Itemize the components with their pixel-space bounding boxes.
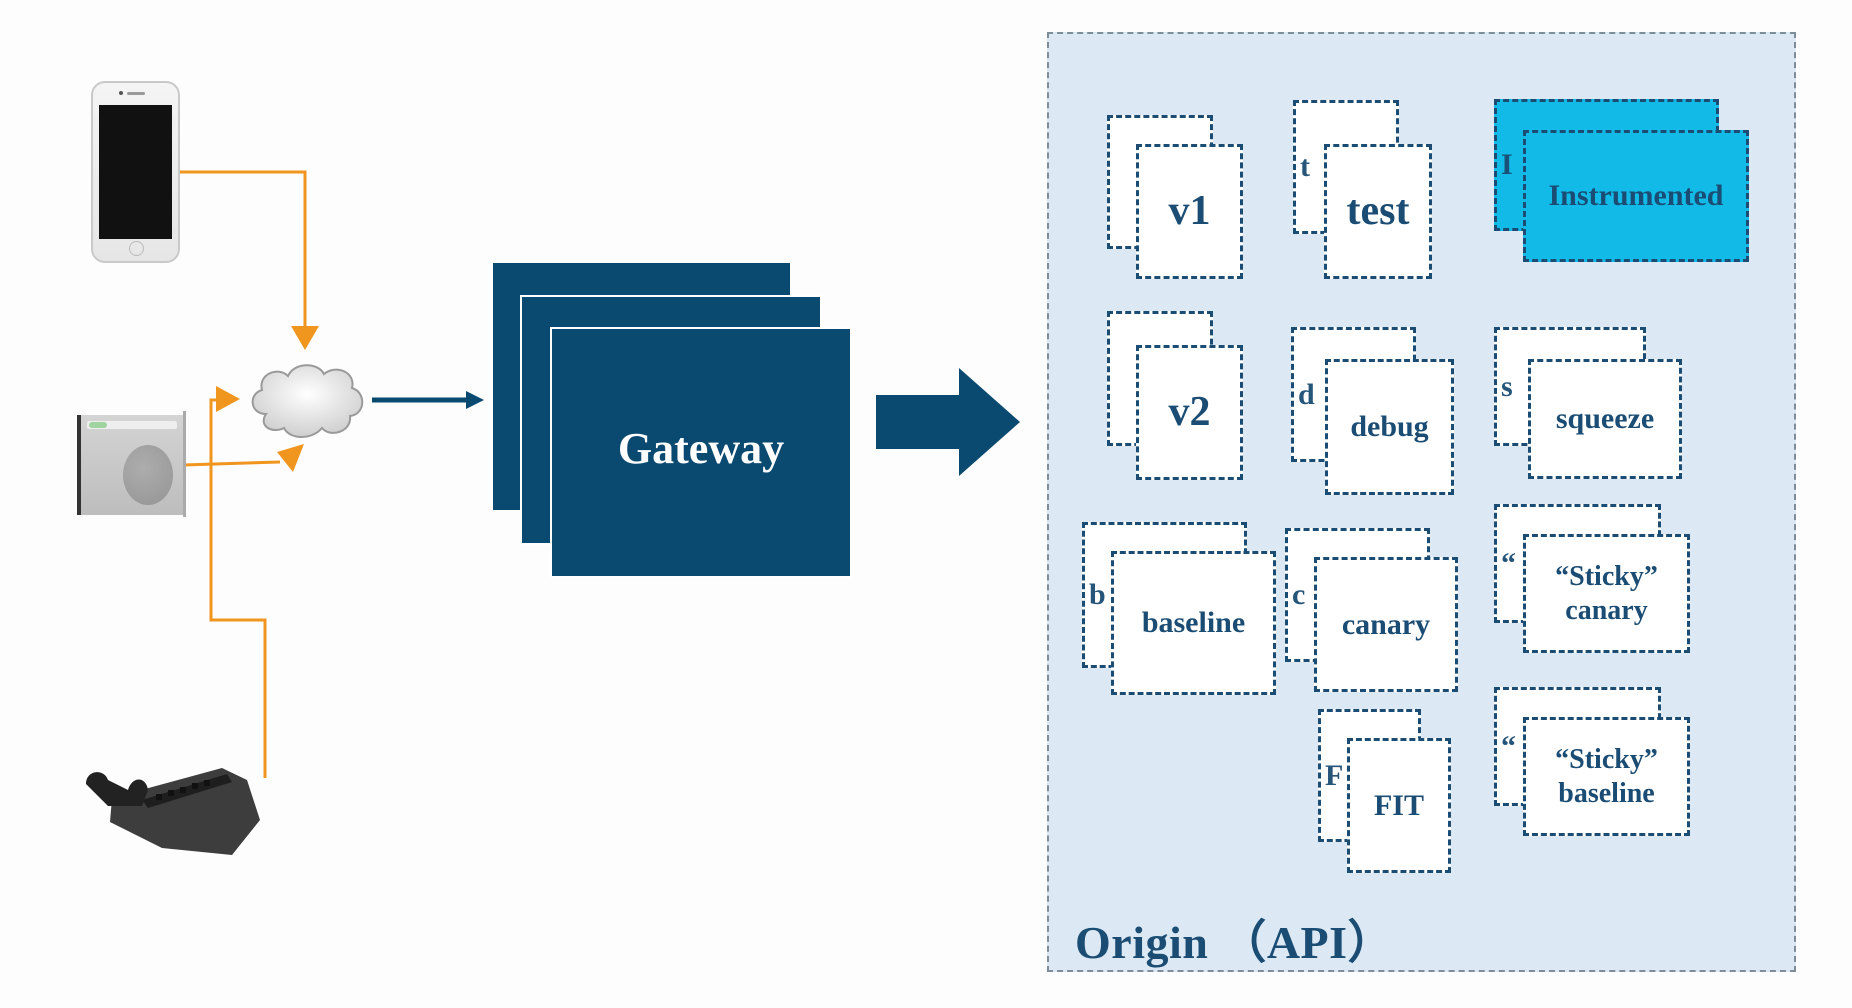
origin-api-label: Origin （API） <box>1075 917 1395 968</box>
cluster-v1: v1 <box>1136 144 1243 279</box>
cluster-debug-label: debug <box>1350 410 1429 443</box>
cluster-v1-label: v1 <box>1168 188 1211 235</box>
cluster-test-label: test <box>1346 188 1410 235</box>
console-arrowhead <box>216 386 240 412</box>
cluster-canary-label: canary <box>1341 607 1431 641</box>
cluster-fit: FIT <box>1347 738 1451 873</box>
cluster-test: test <box>1324 144 1432 279</box>
cluster-squeeze-label: squeeze <box>1555 402 1655 435</box>
cluster-sticky-baseline: “Sticky” baseline <box>1523 717 1690 836</box>
browser-arrowhead <box>277 444 304 472</box>
cluster-sticky-canary-line2: canary <box>1565 594 1648 626</box>
cluster-baseline-label: baseline <box>1141 606 1246 639</box>
browser-icon <box>77 411 186 517</box>
game-console-icon <box>86 768 260 855</box>
cluster-instrumented: Instrumented <box>1523 130 1749 262</box>
gateway-label: Gateway <box>617 424 785 473</box>
phone-icon <box>91 81 180 263</box>
cluster-squeeze: squeeze <box>1528 359 1682 479</box>
cluster-sticky-canary-line1: “Sticky” <box>1555 560 1658 592</box>
gateway-box: Gateway <box>550 327 852 578</box>
browser-wire <box>182 460 281 467</box>
cloud-to-gateway-arrowhead <box>466 391 484 409</box>
cluster-v2: v2 <box>1136 345 1243 480</box>
cluster-sticky-baseline-line2: baseline <box>1558 777 1655 809</box>
gateway-to-origin-arrow-icon <box>876 368 1020 476</box>
cloud-icon <box>251 364 364 438</box>
phone-arrowhead <box>291 326 319 350</box>
console-wire <box>209 398 267 778</box>
cluster-instrumented-label: Instrumented <box>1548 179 1724 212</box>
phone-wire <box>180 170 307 330</box>
cluster-sticky-canary: “Sticky” canary <box>1523 534 1690 653</box>
cluster-sticky-baseline-line1: “Sticky” <box>1555 743 1658 775</box>
cluster-fit-label: FIT <box>1373 788 1424 822</box>
cluster-canary: canary <box>1314 557 1458 692</box>
cluster-debug: debug <box>1325 359 1454 495</box>
cluster-v2-label: v2 <box>1168 389 1211 436</box>
cluster-baseline: baseline <box>1111 551 1276 695</box>
